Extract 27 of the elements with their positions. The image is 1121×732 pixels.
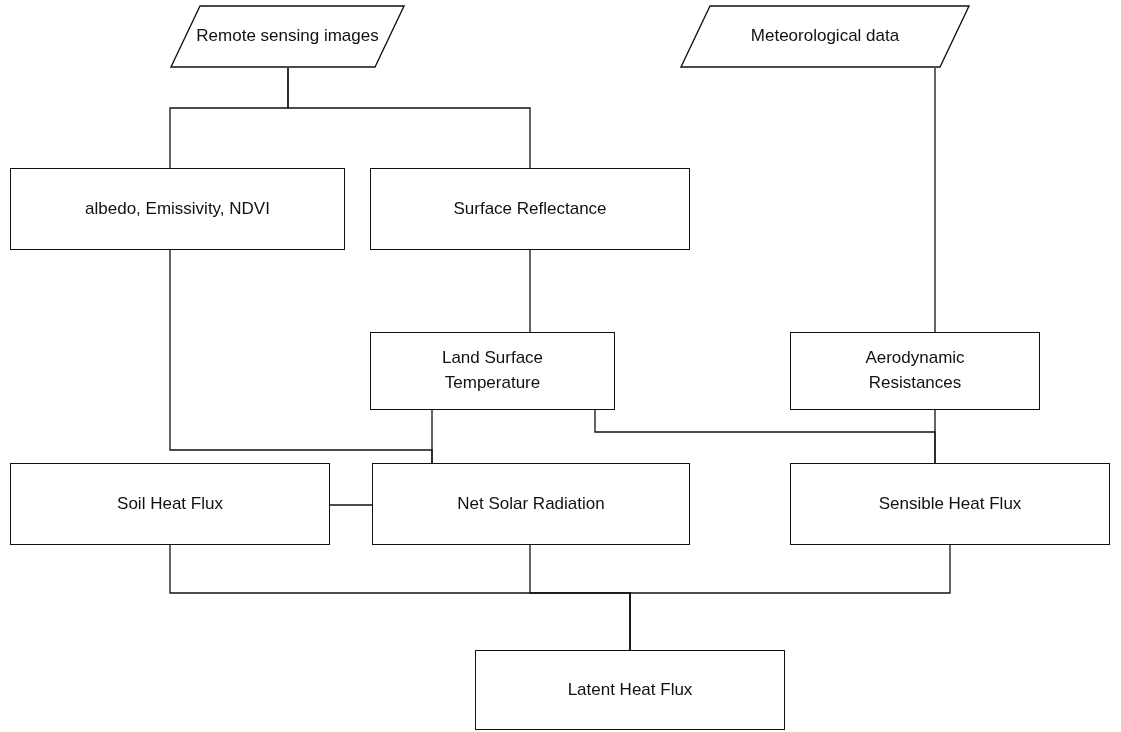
process-box — [372, 463, 690, 545]
process-box — [10, 168, 345, 250]
node-label: Meteorological data — [749, 25, 901, 48]
node-label: Aerodynamic Resistances — [864, 347, 966, 394]
process-box — [370, 168, 690, 250]
connector-line — [329, 504, 373, 506]
node-label: Land Surface Temperature — [440, 347, 545, 394]
node-label: Soil Heat Flux — [116, 492, 224, 515]
process-box — [475, 650, 785, 730]
node-label: Sensible Heat Flux — [877, 492, 1023, 515]
process-box — [370, 332, 615, 410]
connector-line — [934, 67, 936, 333]
node-label: Latent Heat Flux — [566, 678, 694, 701]
process-box — [790, 332, 1040, 410]
data-parallelogram — [680, 5, 970, 68]
connector-line — [629, 544, 951, 651]
connector-line — [287, 67, 531, 169]
node-label: Net Solar Radiation — [456, 492, 606, 515]
node-label: Surface Reflectance — [452, 197, 608, 220]
connector-line — [431, 409, 433, 464]
node-label: Remote sensing images — [195, 25, 380, 48]
connector-line — [529, 249, 531, 333]
node-label: albedo, Emissivity, NDVI — [84, 197, 271, 220]
connector-line — [934, 409, 936, 464]
process-box — [10, 463, 330, 545]
process-box — [790, 463, 1110, 545]
data-parallelogram — [170, 5, 405, 68]
